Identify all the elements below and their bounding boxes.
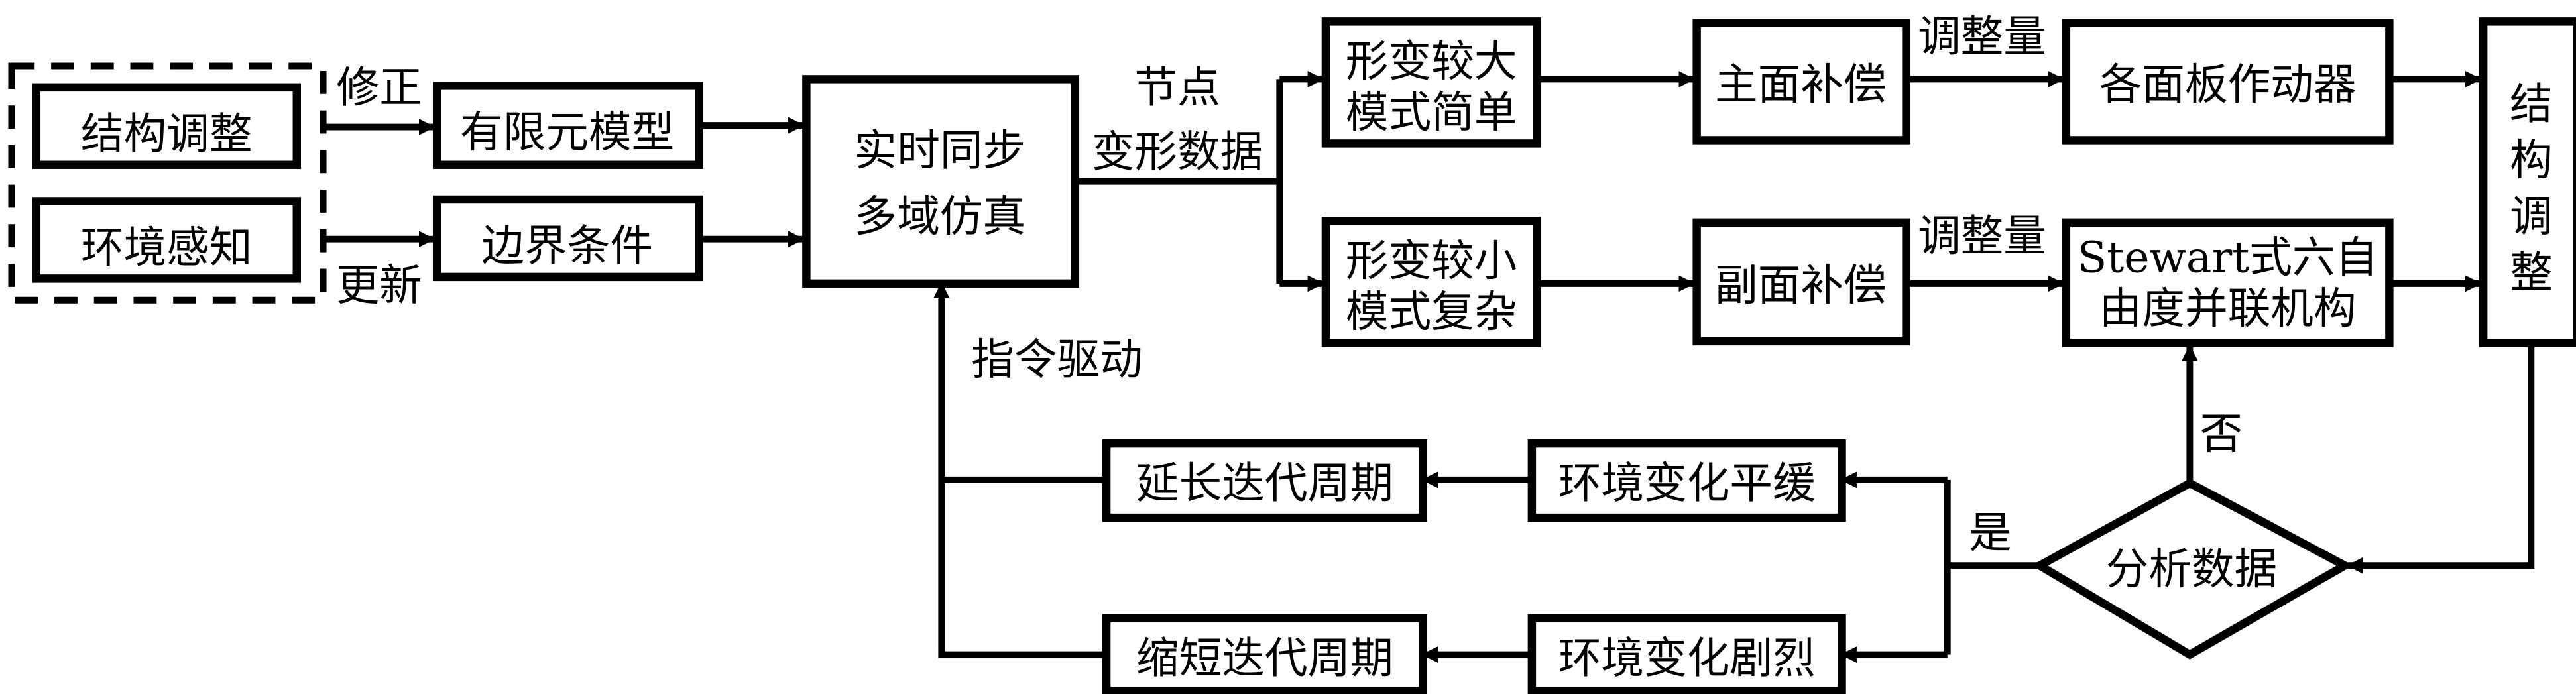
text-large-def-line1: 形变较大 xyxy=(1346,36,1517,86)
box-boundary-cond xyxy=(432,195,703,282)
text-env-perception: 环境感知 xyxy=(81,223,253,273)
text-sub-comp: 副面补偿 xyxy=(1715,261,1887,311)
text-boundary-cond: 边界条件 xyxy=(481,221,653,271)
label-command-drive: 指令驱动 xyxy=(971,335,1143,385)
text-small-def-line1: 形变较小 xyxy=(1346,236,1517,286)
decision-analyze xyxy=(2031,478,2354,660)
text-structure-adjust-right-1: 结 xyxy=(2510,80,2553,129)
label-node-line1: 节点 xyxy=(1134,63,1220,113)
text-main-comp: 主面补偿 xyxy=(1715,60,1887,109)
arrow-structure-to-analyze xyxy=(2346,343,2535,574)
text-extend-period: 延长迭代周期 xyxy=(1136,459,1393,508)
box-env-perception xyxy=(32,197,301,283)
text-structure-adjust-right-4: 整 xyxy=(2510,248,2553,298)
box-extend-period xyxy=(1102,439,1427,522)
box-structure-adjust-left xyxy=(32,83,301,169)
box-shorten-period xyxy=(1102,614,1427,694)
box-small-def xyxy=(1321,217,1541,347)
text-sim-line2: 多域仿真 xyxy=(854,192,1026,241)
label-adjust-amount-bottom: 调整量 xyxy=(1918,211,2046,261)
box-env-gentle xyxy=(1527,439,1846,522)
box-main-comp xyxy=(1692,19,1910,145)
text-shorten-period: 缩短迭代周期 xyxy=(1136,634,1393,683)
box-env-severe xyxy=(1527,614,1846,694)
text-sim-line1: 实时同步 xyxy=(854,126,1026,176)
text-stewart-line1: Stewart式六自 xyxy=(2078,233,2378,282)
label-node-line2: 变形数据 xyxy=(1092,127,1263,177)
box-fem-model xyxy=(432,82,703,169)
label-adjust-amount-top: 调整量 xyxy=(1918,12,2046,62)
box-sub-comp xyxy=(1692,218,1910,346)
label-update: 更新 xyxy=(336,261,422,311)
connectors xyxy=(323,70,2535,663)
box-structure-adjust-right xyxy=(2479,17,2576,347)
box-stewart xyxy=(2062,218,2394,347)
text-env-gentle: 环境变化平缓 xyxy=(1558,459,1816,508)
arrow-command-drive xyxy=(933,282,1104,658)
text-stewart-line2: 由度并联机构 xyxy=(2099,284,2357,334)
label-yes: 是 xyxy=(1969,508,2012,558)
text-structure-adjust-right-3: 调 xyxy=(2510,192,2553,241)
text-fem-model: 有限元模型 xyxy=(460,107,674,157)
text-small-def-line2: 模式复杂 xyxy=(1346,288,1517,337)
text-analyze: 分析数据 xyxy=(2106,545,2278,595)
text-large-def-line2: 模式简单 xyxy=(1346,88,1517,138)
box-large-def xyxy=(1321,17,1541,148)
box-realtime-sim xyxy=(802,75,1080,288)
text-structure-adjust-right-2: 构 xyxy=(2510,136,2553,186)
text-structure-adjust-left: 结构调整 xyxy=(81,109,253,159)
label-correct: 修正 xyxy=(336,63,422,113)
text-env-severe: 环境变化剧烈 xyxy=(1558,634,1816,683)
text-actuators: 各面板作动器 xyxy=(2099,60,2357,109)
box-actuators xyxy=(2062,19,2394,145)
label-no: 否 xyxy=(2199,410,2243,459)
